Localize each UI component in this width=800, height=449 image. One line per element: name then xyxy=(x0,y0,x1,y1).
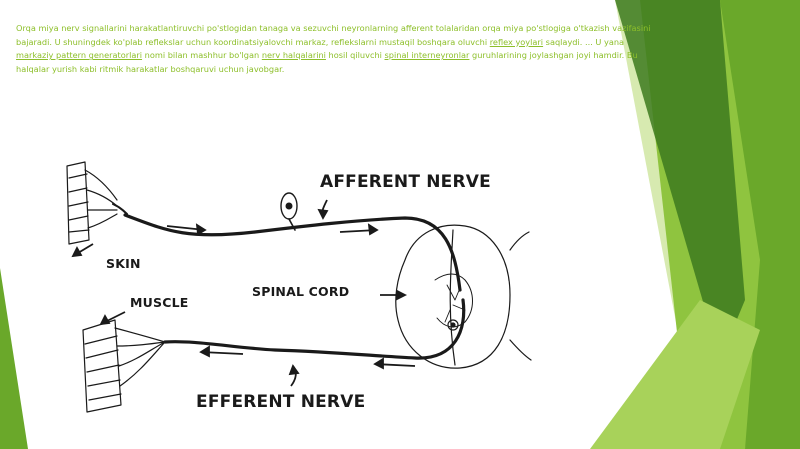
reflex-arc-diagram xyxy=(66,161,532,413)
body-line-3a: reflekslarni mustaqil boshqara oluvchi xyxy=(330,36,490,47)
deco-facet-green xyxy=(720,0,800,449)
deco-facet-dark xyxy=(615,0,745,360)
label-spinal-cord: SPINAL CORD xyxy=(252,284,350,299)
efferent-nerve-fiber xyxy=(163,298,466,360)
afferent-nerve-fiber xyxy=(123,213,462,292)
link-spinal-interneurons[interactable]: spinal interneyronlar xyxy=(384,50,470,61)
signal-arrows xyxy=(71,199,416,387)
label-efferent-nerve: EFFERENT NERVE xyxy=(196,392,366,412)
link-reflex-arcs[interactable]: reflex yoylari xyxy=(489,36,544,47)
label-skin: SKIN xyxy=(106,256,141,271)
body-line-4b: hosil qiluvchi xyxy=(325,50,385,61)
body-line-5: yurish kabi ritmik harakatlar boshqaruvi… xyxy=(51,63,285,74)
muscle-illustration xyxy=(82,319,166,413)
deco-facet-light xyxy=(590,300,760,449)
link-central-pattern-generators[interactable]: markaziy pattern generatorlari xyxy=(16,50,143,61)
link-neural-circuits[interactable]: nerv halqalarini xyxy=(261,50,326,61)
spinal-cord-cross-section xyxy=(395,224,532,369)
label-muscle: MUSCLE xyxy=(130,295,189,310)
body-line-2: orqa miya po'stlogiga o'tkazish vazifasi… xyxy=(16,23,651,47)
body-line-1: Orqa miya nerv signallarini harakatlanti… xyxy=(16,23,480,33)
skin-illustration xyxy=(66,161,128,245)
deco-corner-left xyxy=(0,268,28,449)
dorsal-root-ganglion xyxy=(280,192,298,231)
body-line-3b: saqlaydi. ... U yana xyxy=(543,36,625,47)
body-line-4a: mashhur bo'lgan xyxy=(190,50,262,61)
body-text: Orqa miya nerv signallarini harakatlanti… xyxy=(16,22,658,76)
body-line-3c: nomi bilan xyxy=(142,50,188,61)
label-afferent-nerve: AFFERENT NERVE xyxy=(320,172,491,192)
body-line-4c: guruhlarining joylashgan joyi hamdir. Bu… xyxy=(16,50,638,74)
